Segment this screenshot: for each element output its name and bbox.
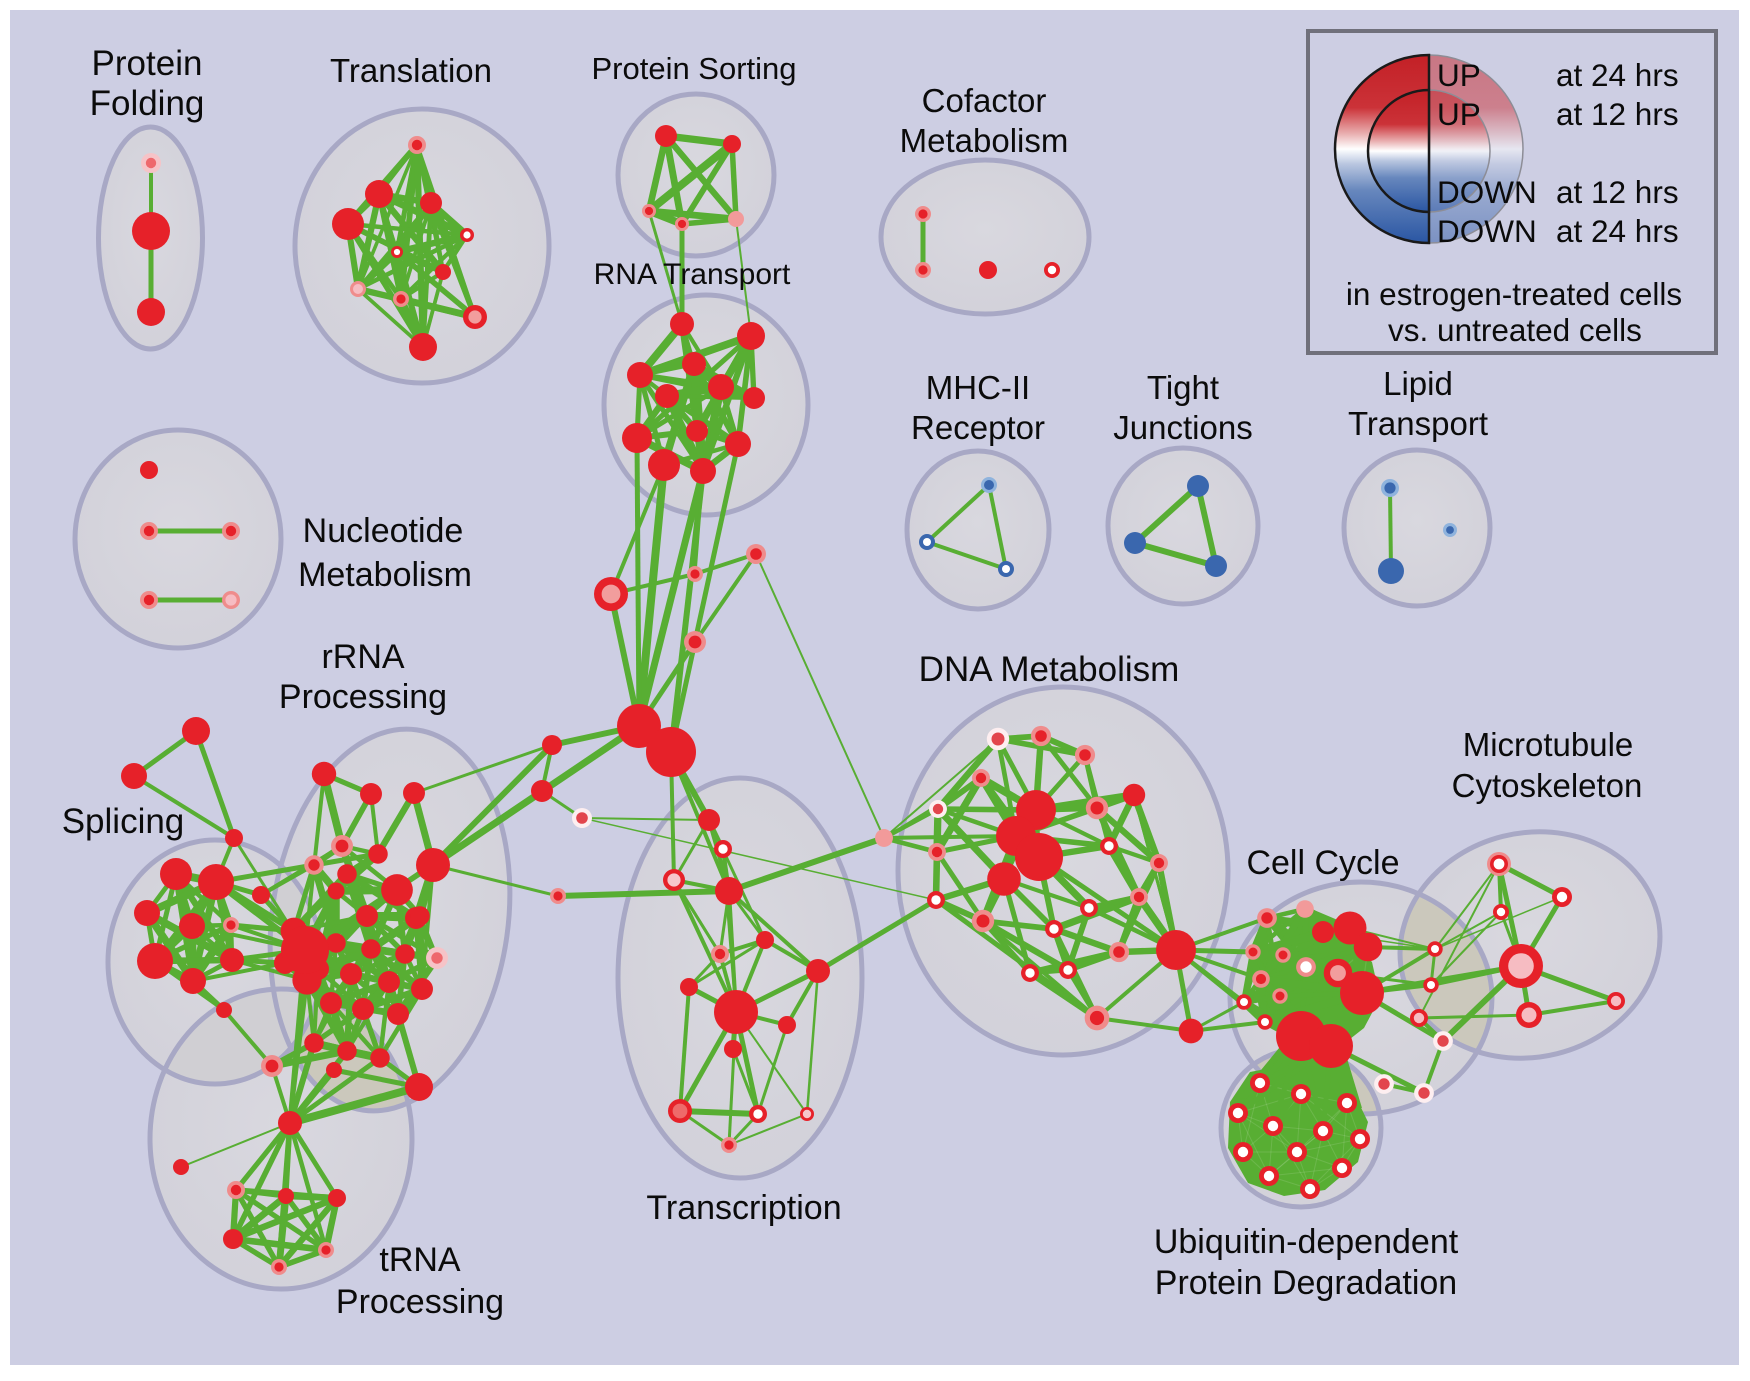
svg-text:Receptor: Receptor xyxy=(911,409,1045,446)
svg-text:Translation: Translation xyxy=(330,52,492,89)
svg-text:Nucleotide: Nucleotide xyxy=(303,512,464,550)
svg-text:Cofactor: Cofactor xyxy=(922,82,1047,119)
svg-text:at 24 hrs: at 24 hrs xyxy=(1556,57,1679,93)
svg-text:Splicing: Splicing xyxy=(62,802,185,841)
svg-text:rRNA: rRNA xyxy=(321,638,404,676)
svg-text:Processing: Processing xyxy=(336,1283,504,1321)
svg-text:Lipid: Lipid xyxy=(1383,365,1453,402)
svg-text:Transcription: Transcription xyxy=(646,1189,841,1227)
svg-text:Metabolism: Metabolism xyxy=(900,122,1069,159)
svg-text:Tight: Tight xyxy=(1147,369,1219,406)
svg-text:Metabolism: Metabolism xyxy=(298,556,472,594)
svg-text:MHC-II: MHC-II xyxy=(926,369,1030,406)
svg-text:at 12 hrs: at 12 hrs xyxy=(1556,96,1679,132)
svg-text:Folding: Folding xyxy=(90,84,205,123)
svg-text:Processing: Processing xyxy=(279,678,447,716)
svg-text:vs. untreated cells: vs. untreated cells xyxy=(1388,312,1642,348)
svg-text:Ubiquitin-dependent: Ubiquitin-dependent xyxy=(1154,1223,1459,1261)
svg-text:Protein Degradation: Protein Degradation xyxy=(1155,1264,1457,1302)
svg-text:tRNA: tRNA xyxy=(379,1241,461,1279)
svg-text:DNA Metabolism: DNA Metabolism xyxy=(919,650,1180,689)
svg-text:at 24 hrs: at 24 hrs xyxy=(1556,213,1679,249)
svg-text:DOWN: DOWN xyxy=(1437,174,1537,210)
svg-text:in estrogen-treated cells: in estrogen-treated cells xyxy=(1346,276,1682,312)
svg-text:Cytoskeleton: Cytoskeleton xyxy=(1452,767,1643,804)
svg-text:Protein Sorting: Protein Sorting xyxy=(591,51,796,86)
svg-text:UP: UP xyxy=(1437,57,1481,93)
svg-text:RNA Transport: RNA Transport xyxy=(594,258,791,291)
svg-text:Transport: Transport xyxy=(1348,405,1488,442)
svg-text:Cell Cycle: Cell Cycle xyxy=(1246,844,1399,882)
svg-text:UP: UP xyxy=(1437,96,1481,132)
svg-text:Protein: Protein xyxy=(92,44,203,83)
svg-text:Junctions: Junctions xyxy=(1113,409,1252,446)
svg-text:DOWN: DOWN xyxy=(1437,213,1537,249)
svg-text:Microtubule: Microtubule xyxy=(1463,726,1634,763)
svg-text:at 12 hrs: at 12 hrs xyxy=(1556,174,1679,210)
